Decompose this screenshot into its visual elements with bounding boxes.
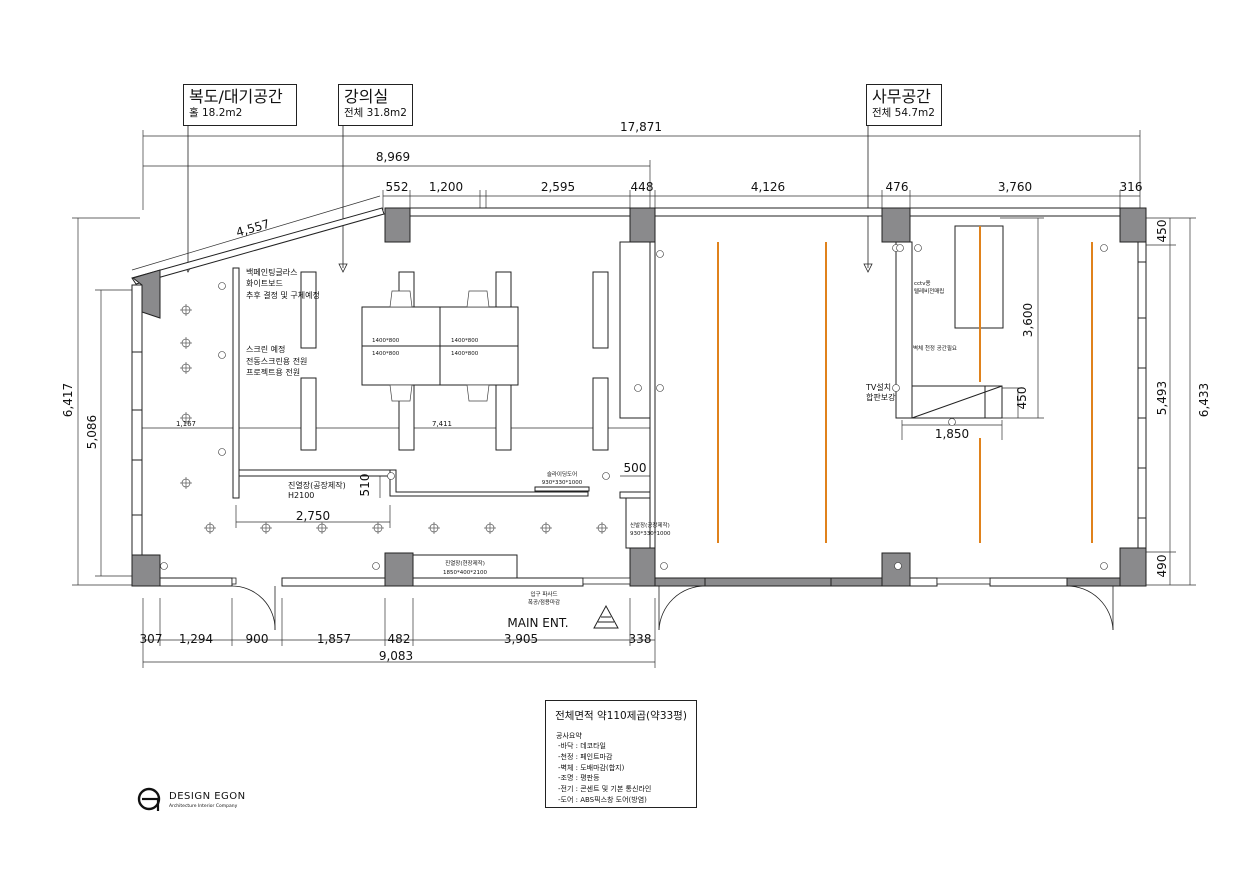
dim-interior-long: 7,411: [432, 420, 452, 428]
dim-bottom-total: 9,083: [379, 649, 413, 663]
dim-right-outer: 6,433: [1197, 383, 1211, 417]
note-display-1: 진열장(공장제작): [288, 480, 346, 490]
dim-top-sub: 8,969: [376, 150, 410, 164]
logo-tagline: Architecture Interior Company: [169, 804, 238, 809]
dimension-labels: 17,871 8,969 552 1,200 2,595 448 4,126 4…: [61, 120, 1211, 663]
dim-tv-width: 1,850: [935, 427, 969, 441]
dim-top-seg-5: 4,126: [751, 180, 785, 194]
logo-mark-icon: [137, 787, 161, 811]
note-wall-space: 벽체 천정 공간필요: [913, 344, 957, 352]
display-case-bottom: [412, 554, 518, 579]
note-tv-2: 합판보강: [866, 392, 896, 402]
dim-right-top: 450: [1155, 220, 1169, 243]
summary-subtitle: 공사요약: [556, 732, 582, 740]
room-label-corridor: 복도/대기공간 홀 18.2m2: [183, 84, 297, 126]
summary-item: -바닥 : 데코타일: [558, 742, 606, 750]
note-screen-2: 전동스크린용 전원: [246, 356, 307, 366]
room-area: 홀 18.2m2: [189, 107, 243, 119]
dim-top-seg-2: 1,200: [429, 180, 463, 194]
dim-door-gap: 500: [624, 461, 647, 475]
dim-top-seg-6: 476: [886, 180, 909, 194]
dim-right-bottom: 490: [1155, 555, 1169, 578]
dim-top-seg-1: 552: [386, 180, 409, 194]
company-logo: DESIGN EGON Architecture Interior Compan…: [137, 787, 267, 819]
dim-top-seg-7: 3,760: [998, 180, 1032, 194]
dim-top-seg-4: 448: [631, 180, 654, 194]
door-swings: [231, 577, 1114, 631]
note-cctv-2: 텔레비전매립: [914, 287, 944, 295]
note-whiteboard-1: 백페인팅글라스: [246, 267, 298, 277]
dim-top-seg-8: 316: [1120, 180, 1143, 194]
chairs: [389, 290, 490, 402]
room-name: 복도/대기공간: [189, 87, 283, 106]
dim-top-total: 17,871: [620, 120, 662, 134]
partitions: [232, 225, 1004, 549]
room-area: 전체 31.8m2: [344, 107, 407, 119]
room-name: 사무공간: [872, 87, 931, 106]
room-label-office: 사무공간 전체 54.7m2: [866, 84, 942, 126]
note-whiteboard-3: 추후 결정 및 구체예정: [246, 290, 320, 300]
outlet-symbols: [160, 244, 1108, 570]
note-screen-1: 스크린 예정: [246, 344, 285, 354]
note-display-field-2: 1850*400*2100: [443, 570, 487, 576]
dim-right-inner: 5,493: [1155, 381, 1169, 415]
note-screen-3: 프로젝트용 전원: [246, 367, 300, 377]
note-entrance-1: 입구 파사드: [530, 590, 557, 598]
dim-bottom-seg-4: 1,857: [317, 632, 351, 646]
dim-display-width: 2,750: [296, 509, 330, 523]
logo-name: DESIGN EGON: [169, 791, 246, 802]
note-sliding-door-1: 슬라이딩도어: [547, 470, 577, 478]
note-shoe-cabinet-1: 신발장(공장제작): [630, 521, 670, 529]
note-display-field-1: 진열장(현장제작): [445, 559, 485, 567]
dim-kitchen-depth: 3,600: [1021, 303, 1035, 337]
columns: [131, 207, 1147, 587]
classroom-tables: [300, 271, 609, 451]
room-label-classroom: 강의실 전체 31.8m2: [338, 84, 413, 126]
main-entrance-arrow: [593, 604, 619, 629]
dim-display-depth: 510: [358, 474, 372, 497]
plan-notes: 백페인팅글라스 화이트보드 추후 결정 및 구체예정 스크린 예정 전동스크린용…: [246, 267, 957, 630]
linear-lights: [717, 226, 1093, 543]
note-cctv-1: cctv용: [914, 280, 931, 287]
summary-item: -천정 : 페인트마감: [558, 752, 613, 761]
dim-bottom-seg-6: 3,905: [504, 632, 538, 646]
room-name: 강의실: [344, 87, 389, 106]
dim-diagonal: 4,557: [234, 217, 271, 240]
room-pointers: [183, 125, 873, 273]
summary-item: -조명 : 평판등: [558, 774, 600, 783]
note-desk-size-3: 1400*800: [372, 351, 400, 357]
dim-interior-small: 1,167: [176, 420, 196, 428]
summary-item: -벽체 : 도배마감(합지): [558, 763, 625, 772]
dim-bottom-seg-7: 338: [629, 632, 652, 646]
summary-title: 전체면적 약110제곱(약33평): [555, 710, 687, 722]
dimension-lines: [72, 130, 1196, 668]
note-entrance-2: 폭공/점용마감: [528, 598, 560, 606]
summary-item: -도어 : ABS픽스창 도어(방염): [558, 795, 647, 804]
note-desk-size-2: 1400*800: [451, 338, 479, 344]
summary-box: 전체면적 약110제곱(약33평) 공사요약 -바닥 : 데코타일 -천정 : …: [545, 700, 697, 808]
dim-bottom-seg-5: 482: [388, 632, 411, 646]
room-area: 전체 54.7m2: [872, 107, 935, 119]
dim-left-inner: 5,086: [85, 415, 99, 449]
note-sliding-door-2: 930*330*1000: [542, 480, 583, 486]
note-shoe-cabinet-2: 930*330*1000: [630, 531, 671, 537]
note-tv-1: TV설치: [865, 382, 891, 392]
dim-tv-height: 450: [1015, 387, 1029, 410]
note-display-2: H2100: [288, 491, 314, 500]
summary-item: -전기 : 콘센트 및 기본 통신라인: [558, 785, 652, 794]
dim-top-seg-3: 2,595: [541, 180, 575, 194]
dim-bottom-seg-1: 307: [140, 632, 163, 646]
note-desk-size-1: 1400*800: [372, 338, 400, 344]
dim-left-outer: 6,417: [61, 383, 75, 417]
dim-bottom-seg-3: 900: [246, 632, 269, 646]
window-mullions: [132, 261, 1146, 519]
note-whiteboard-2: 화이트보드: [246, 278, 283, 288]
main-entrance-label: MAIN ENT.: [507, 616, 568, 630]
dim-bottom-seg-2: 1,294: [179, 632, 213, 646]
downlights: [180, 304, 608, 534]
note-desk-size-4: 1400*800: [451, 351, 479, 357]
